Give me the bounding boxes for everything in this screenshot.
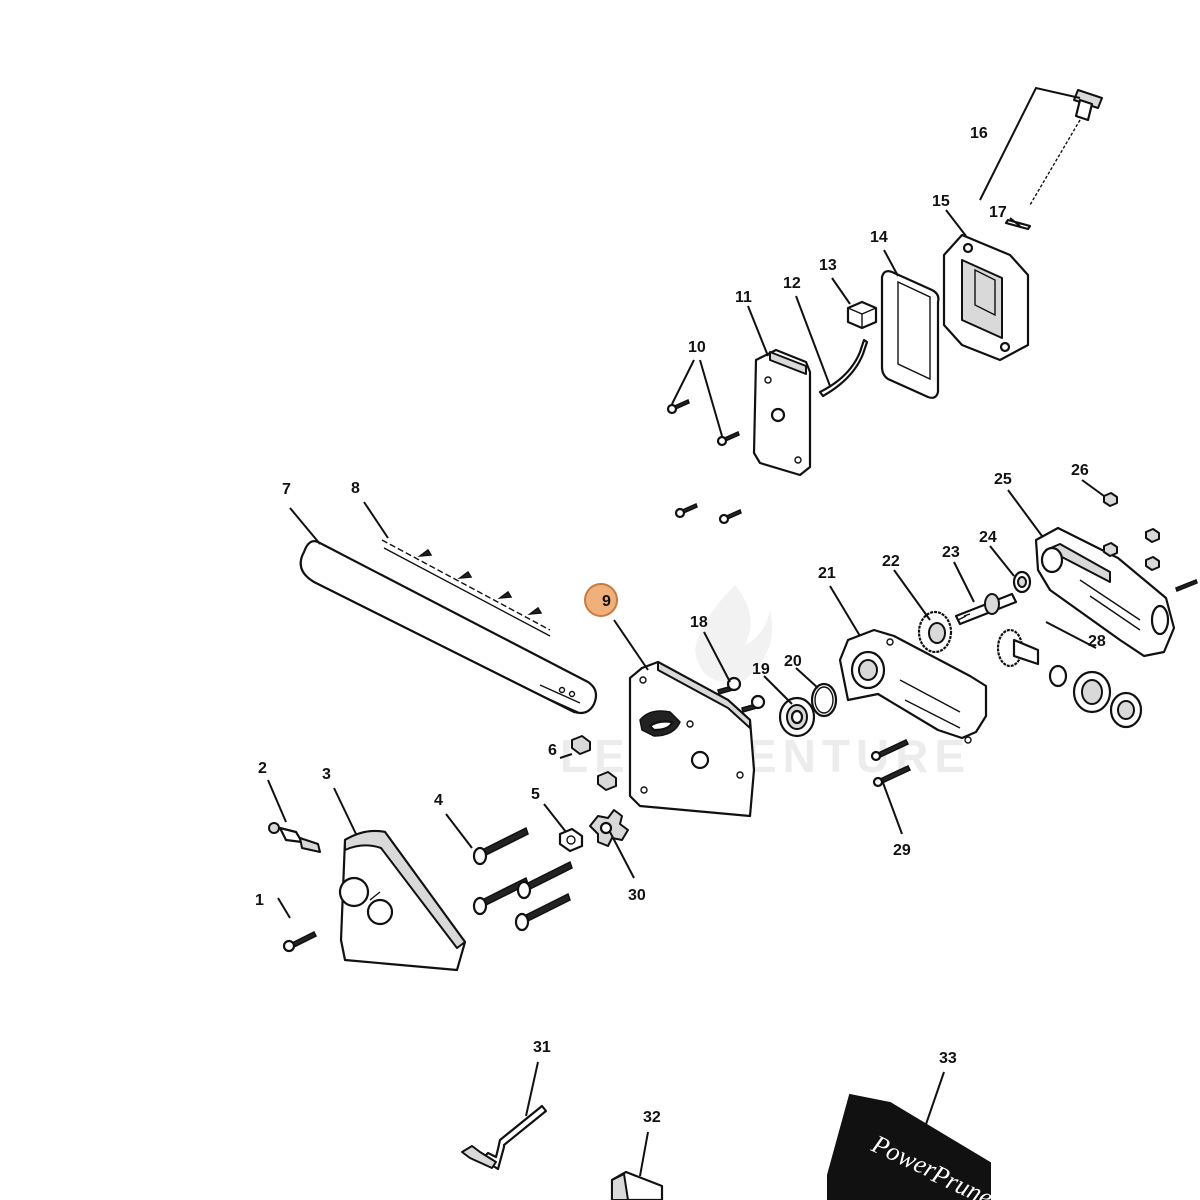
part-14-gasket xyxy=(880,270,940,399)
label-4[interactable]: 4 xyxy=(434,792,443,809)
label-25[interactable]: 25 xyxy=(994,471,1012,488)
part-15-housing xyxy=(942,233,1030,362)
part-26-nuts xyxy=(1103,492,1160,571)
part-12-clip xyxy=(818,338,869,398)
part-4-bolts xyxy=(472,826,573,932)
label-14[interactable]: 14 xyxy=(870,229,888,246)
label-17[interactable]: 17 xyxy=(989,204,1007,221)
label-28[interactable]: 28 xyxy=(1088,633,1106,650)
part-19-bearing xyxy=(778,696,816,738)
part-8-chain xyxy=(381,539,551,637)
label-15[interactable]: 15 xyxy=(932,193,950,210)
label-18[interactable]: 18 xyxy=(690,614,708,631)
part-22-gear xyxy=(917,610,953,654)
part-10-screws xyxy=(666,398,742,525)
part-25-case-cover xyxy=(1034,526,1176,658)
label-30[interactable]: 30 xyxy=(628,887,646,904)
label-6[interactable]: 6 xyxy=(548,742,557,759)
label-24[interactable]: 24 xyxy=(979,529,997,546)
label-32[interactable]: 32 xyxy=(643,1109,661,1126)
part-23-shaft xyxy=(954,592,1018,626)
part-13-block xyxy=(846,300,878,330)
label-11[interactable]: 11 xyxy=(735,289,752,306)
label-2[interactable]: 2 xyxy=(258,760,267,777)
label-20[interactable]: 20 xyxy=(784,653,802,670)
part-30-knob xyxy=(589,809,629,847)
label-26[interactable]: 26 xyxy=(1071,462,1089,479)
label-13[interactable]: 13 xyxy=(819,257,837,274)
label-9[interactable]: 9 xyxy=(602,593,611,610)
part-28-gear-bearings xyxy=(996,628,1143,729)
part-5-nut xyxy=(558,827,584,853)
label-29[interactable]: 29 xyxy=(893,842,911,859)
label-21[interactable]: 21 xyxy=(818,565,836,582)
part-9-plate xyxy=(628,660,756,818)
part-2-tensioner xyxy=(268,822,321,853)
leader-lines xyxy=(267,86,1105,1177)
part-32-wrench xyxy=(610,1170,664,1200)
label-8[interactable]: 8 xyxy=(351,480,360,497)
part-29-screws xyxy=(870,739,912,788)
part-7-guide-bar xyxy=(299,540,598,715)
label-1[interactable]: 1 xyxy=(255,892,264,909)
label-23[interactable]: 23 xyxy=(942,544,960,561)
part-20-o-ring xyxy=(810,682,838,718)
label-7[interactable]: 7 xyxy=(282,481,291,498)
part-21-housing xyxy=(838,628,988,744)
part-9-highlight[interactable] xyxy=(584,583,618,617)
watermark-text: LEADVENTURE xyxy=(560,730,971,782)
part-6-nut xyxy=(571,735,617,791)
callout-labels: 1 2 3 4 5 6 7 8 9 10 11 12 13 14 15 16 1… xyxy=(255,125,1106,1126)
label-33[interactable]: 33 xyxy=(939,1050,957,1067)
label-22[interactable]: 22 xyxy=(882,553,900,570)
part-edge-screw xyxy=(1175,579,1198,592)
part-11-cover xyxy=(752,348,812,477)
part-24-bearing xyxy=(1012,570,1032,594)
part-31-hex-key xyxy=(461,1104,548,1171)
part-33-bag: Power Prune xyxy=(827,1093,997,1200)
part-18-screws xyxy=(717,676,766,713)
part-1-screw xyxy=(282,930,318,953)
label-16[interactable]: 16 xyxy=(970,125,988,142)
label-5[interactable]: 5 xyxy=(531,786,540,803)
label-3[interactable]: 3 xyxy=(322,766,331,783)
label-12[interactable]: 12 xyxy=(783,275,801,292)
label-10[interactable]: 10 xyxy=(688,339,706,356)
part-3-sprocket-cover xyxy=(338,829,467,972)
label-31[interactable]: 31 xyxy=(533,1039,551,1056)
label-19[interactable]: 19 xyxy=(752,661,770,678)
part-16-cap xyxy=(1029,89,1103,206)
